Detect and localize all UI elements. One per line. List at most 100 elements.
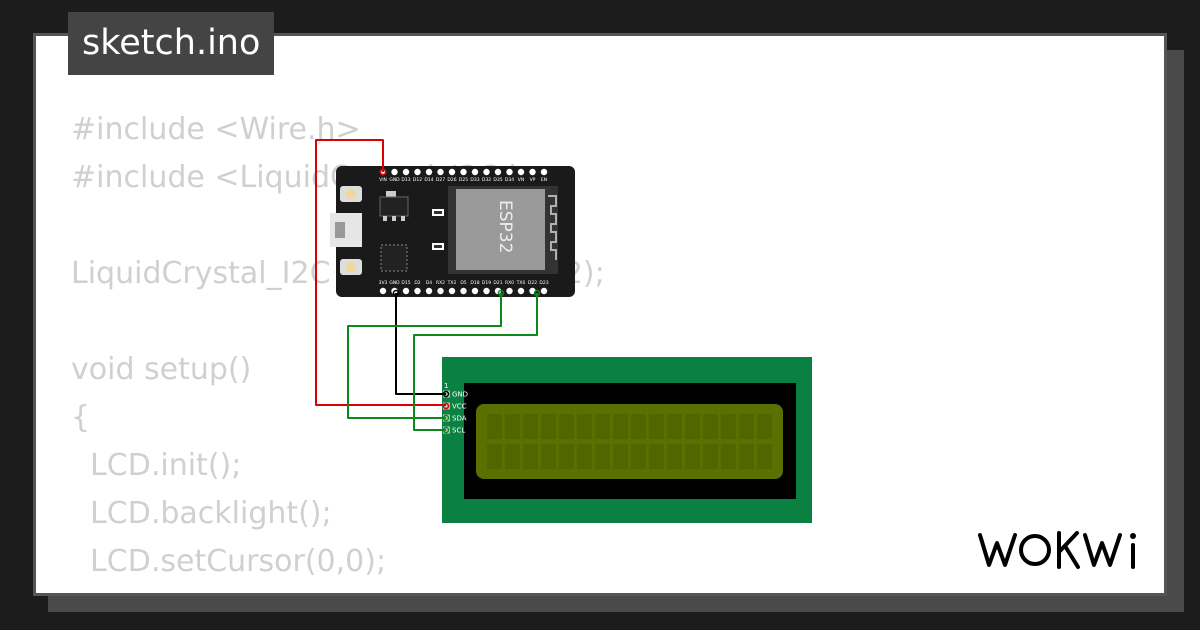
esp32-pin-label: RX0 xyxy=(505,280,514,286)
esp32-pin-label: D32 xyxy=(482,177,491,183)
esp32-pin-hole[interactable] xyxy=(483,168,490,176)
lcd-char-cell xyxy=(559,444,574,469)
lcd-char-cell xyxy=(757,414,772,439)
code-line: LCD.init(); xyxy=(71,448,242,483)
esp32-pin-label: D34 xyxy=(505,177,514,183)
esp32-pin-hole[interactable] xyxy=(414,168,421,176)
esp32-pin-label: D13 xyxy=(401,177,410,183)
esp32-pin-hole[interactable] xyxy=(437,287,444,295)
lcd-screen xyxy=(476,404,783,479)
wire-endpoint[interactable] xyxy=(442,390,450,398)
esp32-pin-hole[interactable] xyxy=(448,287,456,295)
esp32-pin-hole[interactable] xyxy=(414,287,421,295)
esp32-pin-label: TX0 xyxy=(516,280,526,286)
esp32-pin-hole[interactable] xyxy=(529,168,536,176)
esp32-pin-hole[interactable] xyxy=(379,287,387,295)
code-line: LCD.backlight(); xyxy=(71,496,332,531)
lcd-char-cell xyxy=(667,414,682,439)
esp32-pin-label: D26 xyxy=(447,177,456,183)
esp32-pin-label: VP xyxy=(530,177,536,183)
wire-endpoint[interactable] xyxy=(442,402,450,410)
lcd-char-cell xyxy=(649,444,664,469)
wire-endpoint[interactable] xyxy=(379,168,387,176)
smd-component-body xyxy=(434,245,442,248)
wokwi-logo-mark xyxy=(978,531,1135,569)
esp32-pin-hole[interactable] xyxy=(517,168,525,176)
esp32-pin-hole[interactable] xyxy=(460,168,467,176)
lcd-char-cell xyxy=(667,444,682,469)
lcd-char-cell xyxy=(541,414,556,439)
lcd-char-cell xyxy=(595,444,610,469)
esp32-pin-hole[interactable] xyxy=(483,287,490,295)
lcd-char-cell xyxy=(739,414,754,439)
lcd-char-cell xyxy=(613,444,628,469)
esp32-pin-hole[interactable] xyxy=(471,287,479,295)
esp32-pin-label: D19 xyxy=(482,280,491,286)
wire-endpoint[interactable] xyxy=(442,426,450,434)
lcd-pin-label: SCL xyxy=(452,427,465,435)
esp32-pin-label: D14 xyxy=(424,177,433,183)
usb-port xyxy=(335,222,345,238)
wokwi-logo-dot xyxy=(1130,533,1136,539)
lcd-char-cell xyxy=(721,414,736,439)
esp32-pin-hole[interactable] xyxy=(437,168,444,176)
smd-component-body xyxy=(434,211,442,214)
esp32-pin-hole[interactable] xyxy=(517,287,525,295)
esp32-pin-label: D15 xyxy=(401,280,410,286)
file-tab[interactable]: sketch.ino xyxy=(68,12,275,75)
usb-connector xyxy=(330,213,362,247)
esp32-pin-label: VN xyxy=(518,177,524,183)
lcd-pin[interactable] xyxy=(443,426,450,434)
esp32-pin-hole[interactable] xyxy=(506,287,513,295)
wire-endpoint[interactable] xyxy=(533,289,541,297)
lcd-char-cell xyxy=(487,444,502,469)
esp32-pin-hole[interactable] xyxy=(425,287,433,295)
esp32-pin-label: EN xyxy=(541,177,547,183)
esp32-pin-hole[interactable] xyxy=(494,287,502,295)
lcd-pin-label: GND xyxy=(452,391,468,399)
esp32-pin-hole[interactable] xyxy=(540,168,548,176)
esp32-pin-hole[interactable] xyxy=(460,287,467,295)
esp32-pin-hole[interactable] xyxy=(494,168,502,176)
lcd-pin-number: 1 xyxy=(444,382,448,390)
esp32-pin-label: D4 xyxy=(426,280,432,286)
esp32-pin-label: D35 xyxy=(493,177,502,183)
wire-endpoint[interactable] xyxy=(442,414,450,422)
esp32-pin-hole[interactable] xyxy=(391,168,398,176)
lcd-char-cell xyxy=(631,414,646,439)
esp32-pin-hole[interactable] xyxy=(448,168,456,176)
esp32-chip-label: ESP32 xyxy=(495,200,515,253)
pcb-antenna xyxy=(548,195,557,260)
esp32-pin-hole[interactable] xyxy=(425,168,433,176)
wire-sda xyxy=(347,293,502,419)
esp32-pin-label: 3V3 xyxy=(379,280,388,286)
wire-endpoint[interactable] xyxy=(392,289,400,297)
voltage-regulator xyxy=(379,196,409,217)
lcd-pin[interactable] xyxy=(443,414,450,422)
lcd-char-cell xyxy=(577,414,592,439)
wire-scl xyxy=(413,293,538,431)
esp32-pin-label: D18 xyxy=(470,280,479,286)
esp32-module-shield xyxy=(456,189,545,270)
wire-endpoint[interactable] xyxy=(497,289,505,297)
lcd-char-cell xyxy=(685,444,700,469)
esp32-pin-hole[interactable] xyxy=(402,287,410,295)
lcd-char-cell xyxy=(505,414,520,439)
esp32-pin-hole[interactable] xyxy=(506,168,513,176)
esp32-pin-hole[interactable] xyxy=(540,287,548,295)
lcd-char-cell xyxy=(721,444,736,469)
lcd-pin-label: VCC xyxy=(452,403,467,411)
lcd-pin[interactable] xyxy=(443,402,450,410)
lcd-char-cell xyxy=(703,414,718,439)
lcd-char-cell xyxy=(523,414,538,439)
code-line: #include <Wire.h> xyxy=(71,112,361,147)
wire-endpoints xyxy=(379,168,541,434)
wokwi-logo xyxy=(978,531,1136,569)
esp32-pin-hole[interactable] xyxy=(402,168,410,176)
esp32-pin-hole[interactable] xyxy=(471,168,479,176)
esp32-pin-label: D21 xyxy=(493,280,502,286)
lcd-pin[interactable] xyxy=(443,390,450,398)
